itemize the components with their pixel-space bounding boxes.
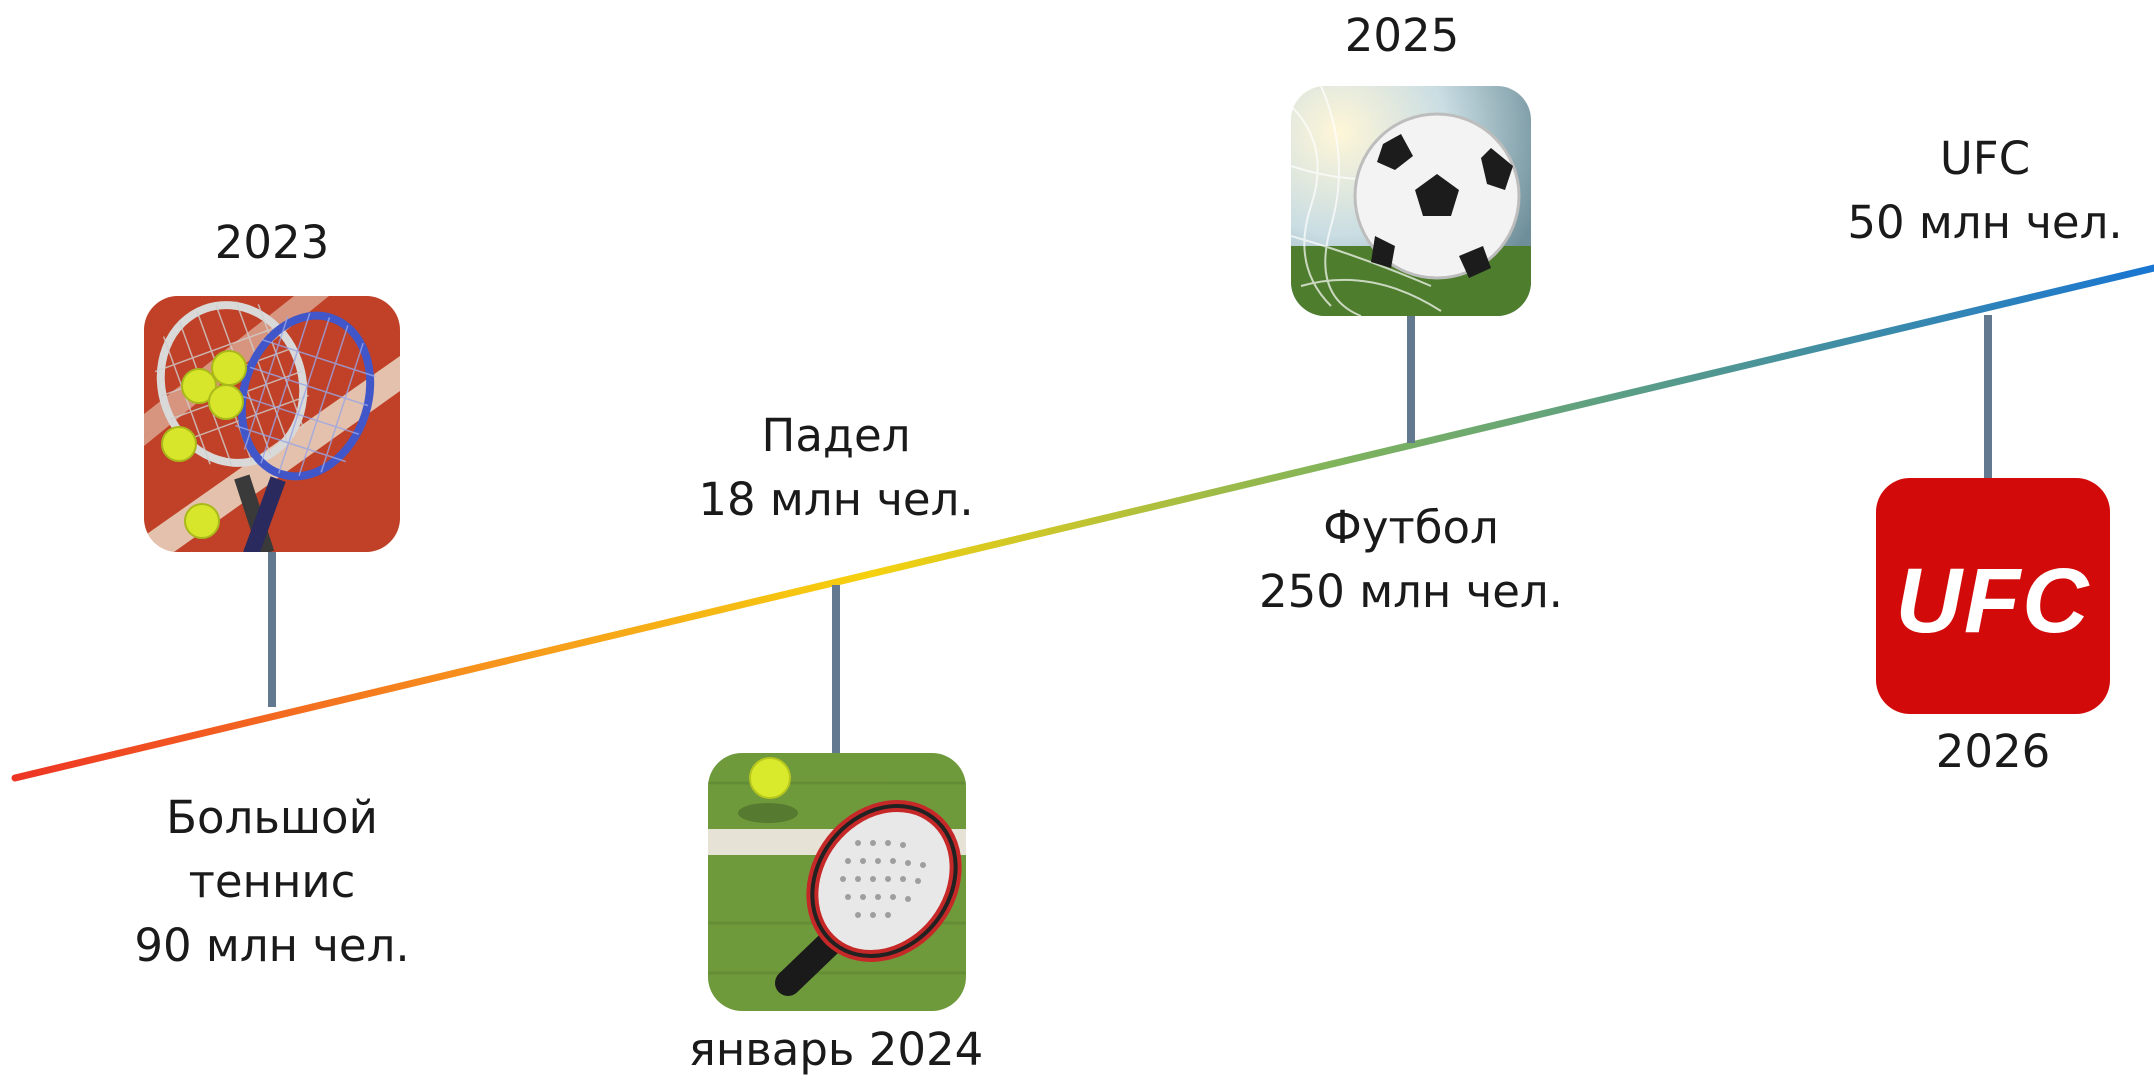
timeline-line: [11, 264, 2154, 782]
ufc-year: 2026: [1935, 725, 2051, 778]
ufc-logo-text: UFC: [1895, 550, 2090, 652]
padel-caption: Падел 18 млн чел.: [636, 404, 1036, 532]
tennis-name-line2: теннис: [188, 855, 356, 908]
padel-image: [708, 753, 966, 1011]
football-name: Футбол: [1323, 501, 1499, 554]
tennis-audience: 90 млн чел.: [134, 919, 410, 972]
tennis-image: [144, 296, 400, 552]
football-year: 2025: [1344, 9, 1460, 62]
padel-audience: 18 млн чел.: [698, 473, 974, 526]
ufc-caption: UFC 50 млн чел.: [1785, 127, 2154, 255]
ufc-name: UFC: [1939, 132, 2031, 185]
ufc-logo: UFC: [1876, 478, 2110, 714]
football-image: [1291, 86, 1531, 316]
soccer-ball-icon: [1291, 86, 1531, 316]
football-caption: Футбол 250 млн чел.: [1211, 496, 1611, 624]
padel-name: Падел: [761, 409, 911, 462]
padel-racket-icon: [708, 753, 966, 1011]
ufc-logo-icon: UFC: [1895, 550, 2090, 652]
ufc-audience: 50 млн чел.: [1847, 196, 2123, 249]
football-audience: 250 млн чел.: [1259, 565, 1563, 618]
tennis-caption: Большой теннис 90 млн чел.: [72, 786, 472, 978]
padel-year: январь 2024: [688, 1023, 984, 1076]
tennis-rackets-icon: [144, 296, 400, 552]
tennis-name-line1: Большой: [166, 791, 378, 844]
tennis-year: 2023: [214, 216, 330, 269]
